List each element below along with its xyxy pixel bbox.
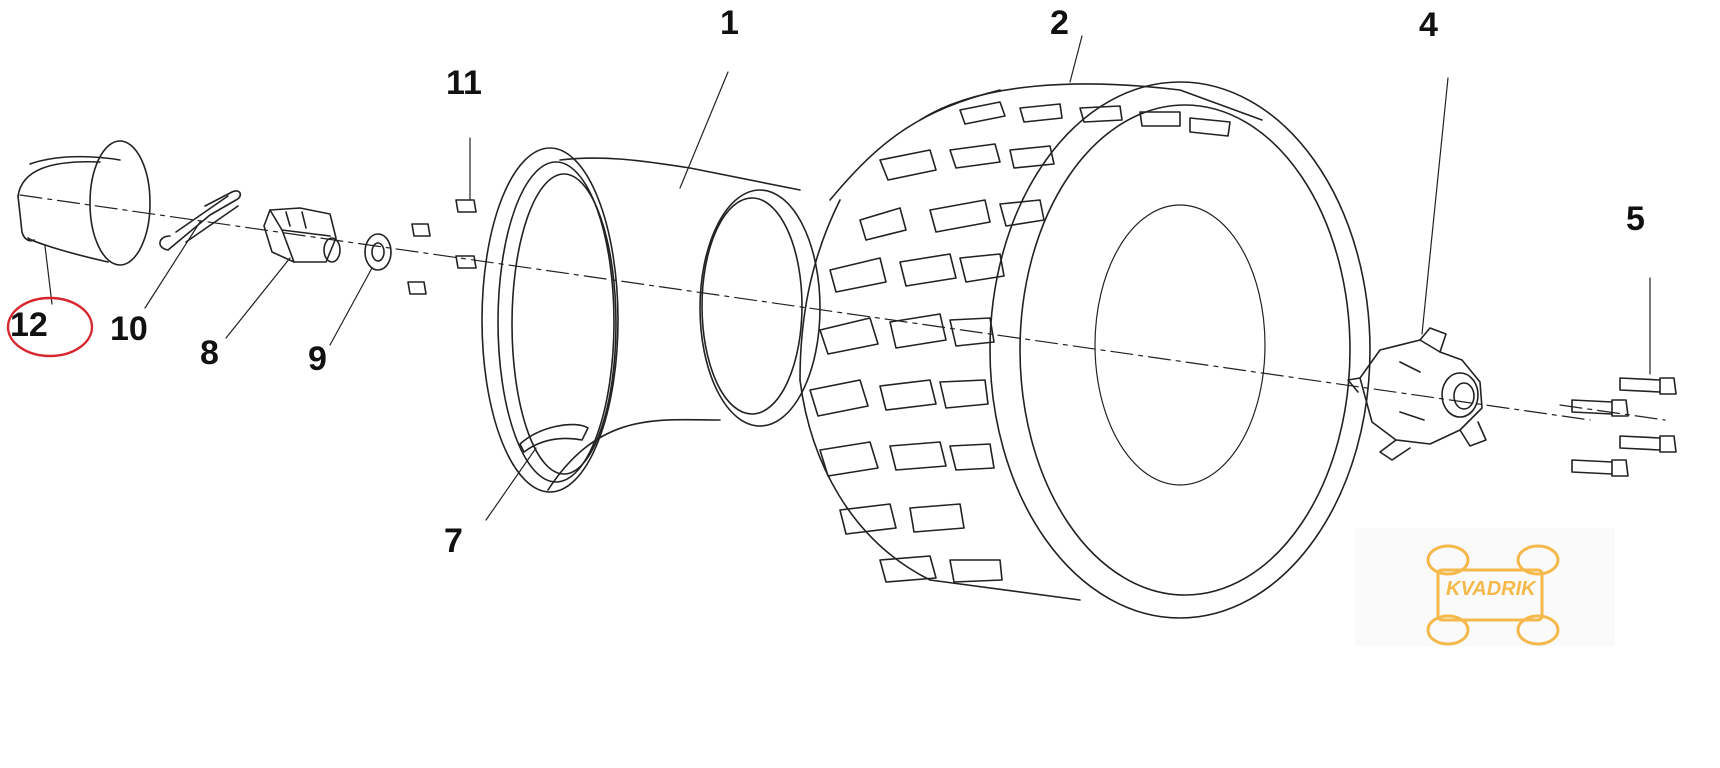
wheel-bolts-part-5 [1571,377,1677,477]
callout-label-1: 1 [720,4,739,42]
leader-12 [44,245,53,305]
highlight-circle-12 [6,296,94,358]
callout-label-2: 2 [1050,4,1069,42]
leader-9 [329,267,373,346]
leader-10 [144,221,201,309]
callout-label-7: 7 [444,522,463,560]
bolts-part-11 [407,199,477,295]
tire-part-2 [799,81,1371,619]
watermark-logo [1355,528,1615,646]
leader-2 [1069,35,1083,83]
cotter-pin-part-10 [159,190,242,251]
callout-label-12: 12 [10,306,48,344]
callout-label-11: 11 [446,64,482,102]
center-axis-line [19,194,1591,421]
callout-label-9: 9 [308,340,327,378]
valve-part-7 [519,423,589,453]
washer-part-9 [364,233,392,271]
callout-label-8: 8 [200,334,219,372]
leader-7 [485,447,537,521]
wheel-cap-part-12 [17,140,151,266]
watermark-text: KVADRIK [1446,578,1536,600]
leader-8 [225,257,291,339]
rim-part-1 [481,147,821,493]
callout-label-10: 10 [110,310,148,348]
callout-label-4: 4 [1419,6,1438,44]
hub-part-4 [1347,327,1487,461]
castle-nut-part-8 [263,207,341,263]
leader-4 [1421,77,1449,335]
leader-1 [679,71,729,189]
callout-label-5: 5 [1626,200,1645,238]
